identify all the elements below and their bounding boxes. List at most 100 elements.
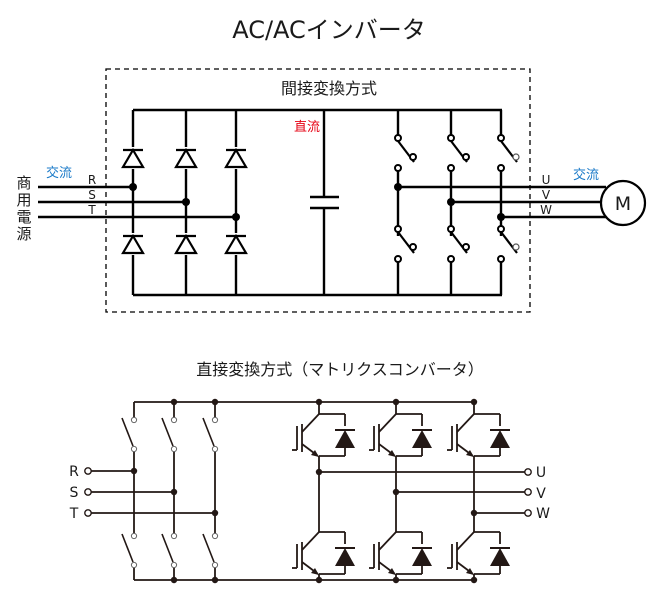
diode-icon [490, 430, 510, 448]
junction-dot [211, 398, 219, 406]
junction-dot [211, 576, 219, 584]
phase-label-u: U [536, 465, 546, 481]
junction-dot [392, 398, 400, 406]
ac-output-label: 交流 [573, 167, 599, 183]
junction-dot [470, 576, 478, 584]
phase-label-r: R [88, 173, 96, 187]
switch-contact [211, 561, 219, 569]
switch-contact [497, 164, 505, 172]
terminal-icon [84, 467, 92, 475]
diode-icon [490, 548, 510, 566]
matrix-leg [161, 398, 178, 584]
switch-contact [447, 255, 455, 263]
switch-contact [394, 134, 402, 142]
junction-dot [182, 198, 190, 206]
emitter-arrow [466, 450, 474, 457]
junction-dot [170, 488, 178, 496]
junction-dot [211, 509, 219, 517]
rectifier-diodes [121, 147, 248, 255]
diode-icon [335, 430, 355, 448]
switch-contact [130, 532, 138, 540]
terminal-icon [84, 488, 92, 496]
switch-blade [202, 533, 215, 563]
junction-dot [447, 198, 455, 206]
emitter-arrow [388, 568, 396, 575]
switch-contact [211, 416, 219, 424]
diode-icon [174, 233, 198, 255]
indirect-conversion-diagram: 間接変換方式 直流 交流 R S T 商 用 電 [16, 68, 647, 313]
phase-label-r: R [69, 464, 79, 480]
emitter-arrow [388, 450, 396, 457]
phase-label-w: W [536, 506, 550, 522]
junction-dot [232, 213, 240, 221]
junction-dot [392, 576, 400, 584]
phase-label-v: V [542, 188, 551, 202]
switch-contact [512, 243, 520, 251]
switch-contact [409, 243, 417, 251]
phase-label-u: U [542, 173, 551, 187]
switch-blade [202, 417, 215, 447]
terminal-icon [524, 468, 532, 476]
junction-dot [129, 183, 137, 191]
switch-contact [497, 225, 505, 233]
dc-capacitor [310, 110, 339, 295]
switch-blade [121, 533, 134, 563]
diode-icon [121, 147, 145, 169]
phase-label-s: S [88, 188, 96, 202]
dc-label: 直流 [294, 120, 320, 135]
inverter-leg [447, 110, 470, 295]
indirect-section-title: 間接変換方式 [281, 79, 377, 98]
terminal-icon [524, 488, 532, 496]
switch-contact [211, 445, 219, 453]
source-label-char: 用 [16, 191, 31, 209]
switch-contact [394, 255, 402, 263]
junction-dot [170, 576, 178, 584]
phase-label-w: W [540, 203, 552, 217]
source-label-char: 商 [16, 174, 31, 192]
switch-contact [394, 164, 402, 172]
diode-icon [224, 147, 248, 169]
switch-contact [462, 243, 470, 251]
emitter-arrow [311, 568, 319, 575]
junction-dot [470, 398, 478, 406]
junction-dot [394, 183, 402, 191]
igbt-module [369, 520, 432, 580]
igbt-module [292, 520, 355, 580]
switch-contact [497, 255, 505, 263]
switch-contact [170, 445, 178, 453]
matrix-leg [202, 398, 219, 584]
source-label-char: 電 [16, 208, 31, 226]
inverter-leg [394, 110, 417, 295]
switch-contact [497, 134, 505, 142]
junction-dot [470, 509, 478, 517]
direct-section-title: 直接変換方式（マトリクスコンバータ） [196, 360, 484, 379]
direct-conversion-diagram: 直接変換方式（マトリクスコンバータ） R S T U V W [69, 360, 550, 584]
igbt-module [447, 402, 510, 462]
junction-dot [130, 467, 138, 475]
switch-contact [447, 164, 455, 172]
igbt-module [369, 402, 432, 462]
junction-dot [315, 468, 323, 476]
terminal-icon [524, 509, 532, 517]
matrix-leg [121, 402, 138, 580]
switch-contact [462, 153, 470, 161]
igbt-module [447, 520, 510, 580]
igbt-module [292, 402, 355, 462]
junction-dot [170, 398, 178, 406]
igbt-bridge [292, 398, 510, 584]
diode-icon [121, 233, 145, 255]
junction-dot [497, 213, 505, 221]
switch-contact [394, 225, 402, 233]
switch-contact [130, 416, 138, 424]
phase-label-s: S [70, 485, 79, 501]
switch-blade [161, 417, 174, 447]
switch-contact [170, 561, 178, 569]
switch-contact [447, 225, 455, 233]
switch-contact [170, 532, 178, 540]
junction-dot [315, 398, 323, 406]
ac-input-label: 交流 [46, 165, 72, 181]
phase-label-t: T [87, 203, 96, 217]
source-label-char: 源 [16, 225, 31, 243]
main-title: AC/ACインバータ [232, 16, 426, 44]
